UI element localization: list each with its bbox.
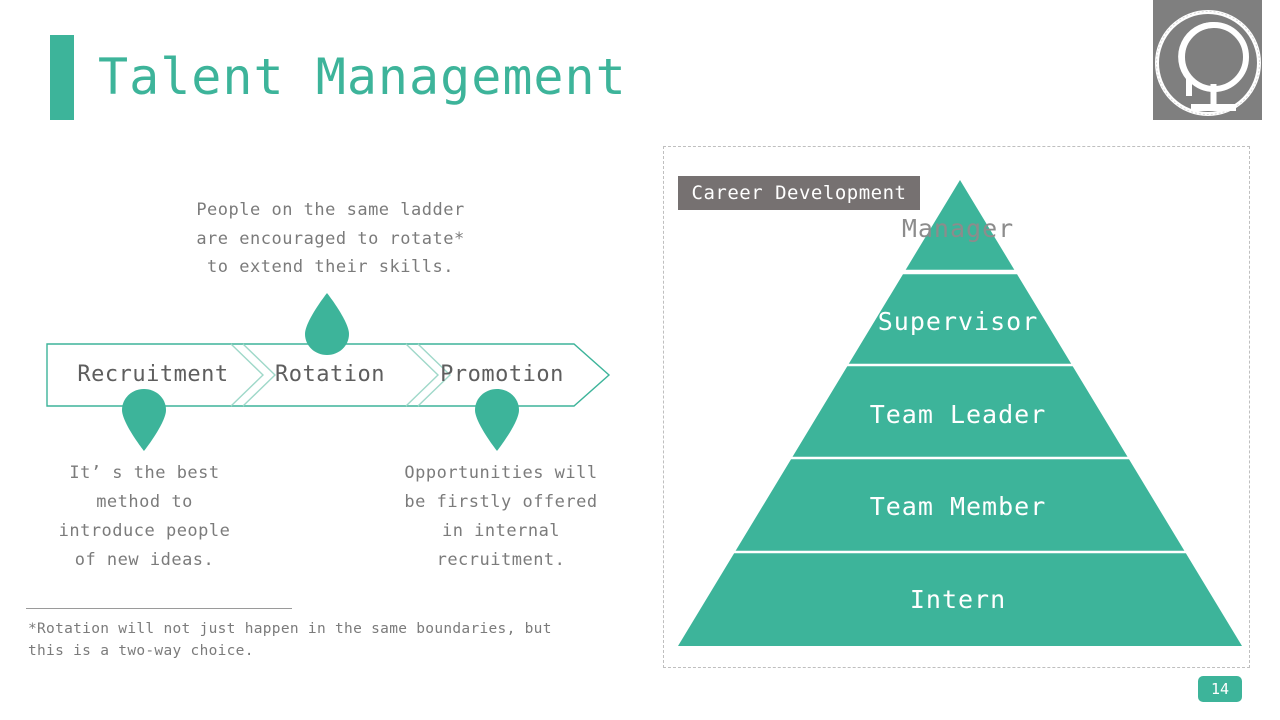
footnote-line: this is a two-way choice. <box>28 643 254 659</box>
caption-line: in internal <box>441 521 561 541</box>
career-development-pane <box>663 146 1250 668</box>
footnote-divider <box>26 608 292 609</box>
footnote-line: *Rotation will not just happen in the sa… <box>28 621 552 637</box>
caption-line: Opportunities will <box>404 463 598 483</box>
pyramid-level-team-member[interactable]: Team Member <box>869 492 1047 521</box>
process-arrow-diagram <box>46 340 612 410</box>
pin-promotion-marker <box>471 385 523 453</box>
process-stage-promotion[interactable]: Promotion <box>440 362 564 387</box>
caption-line: method to <box>96 492 193 512</box>
caption-line: be firstly offered <box>404 492 598 512</box>
note-line: are encouraged to rotate* <box>196 228 465 249</box>
pane-tag-career-development: Career Development <box>678 176 920 210</box>
caption-promotion: Opportunities will be firstly offered in… <box>382 459 620 575</box>
pyramid-level-team-leader[interactable]: Team Leader <box>869 400 1047 429</box>
caption-line: It’ s the best <box>69 463 220 483</box>
page-title: Talent Management <box>98 48 627 106</box>
note-line: to extend their skills. <box>207 257 454 277</box>
pyramid-level-supervisor[interactable]: Supervisor <box>877 307 1039 336</box>
caption-line: recruitment. <box>436 550 566 570</box>
pyramid-level-manager[interactable]: Manager <box>901 214 1015 243</box>
page-number-badge: 14 <box>1198 676 1242 702</box>
career-pyramid <box>676 178 1244 648</box>
footnote: *Rotation will not just happen in the sa… <box>28 618 588 662</box>
process-stage-recruitment[interactable]: Recruitment <box>77 362 229 387</box>
globe-icon <box>1155 10 1261 126</box>
pin-rotation-marker <box>301 291 353 359</box>
process-stage-rotation[interactable]: Rotation <box>275 362 385 387</box>
caption-line: introduce people <box>58 521 231 541</box>
caption-recruitment: It’ s the best method to introduce peopl… <box>32 459 257 575</box>
caption-line: of new ideas. <box>74 550 215 570</box>
title-accent-bar <box>50 35 74 120</box>
pyramid-level-intern[interactable]: Intern <box>909 585 1007 614</box>
note-line: People on the same ladder <box>196 200 465 220</box>
pin-recruitment-marker <box>118 385 170 453</box>
note-rotation-explainer: People on the same ladder are encouraged… <box>163 196 498 282</box>
